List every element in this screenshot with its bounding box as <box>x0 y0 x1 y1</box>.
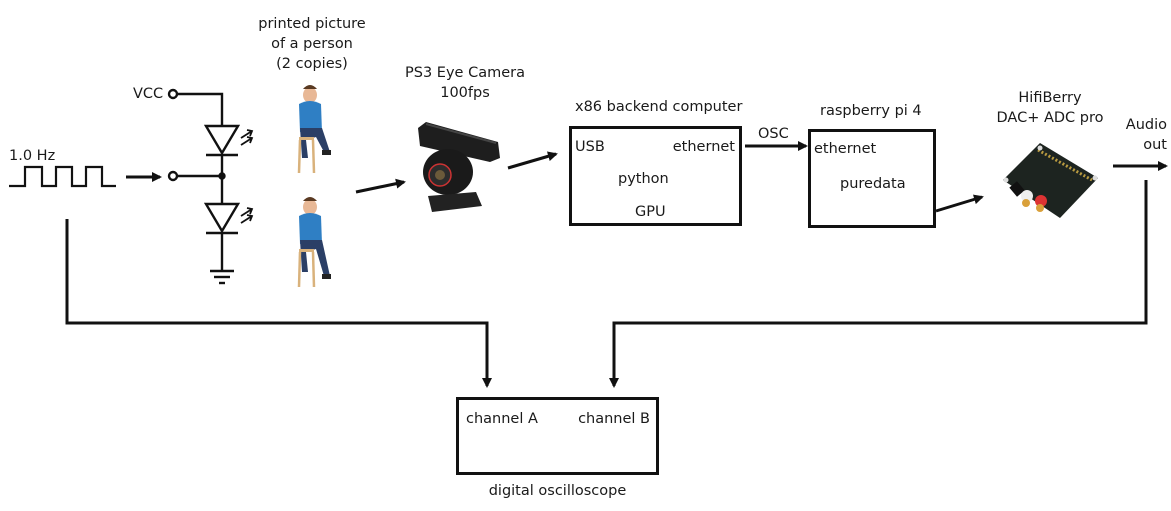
backend-software: python <box>618 171 669 187</box>
square-wave-signal <box>9 165 116 188</box>
person-label-line-3: (2 copies) <box>276 56 348 72</box>
led-bottom-icon <box>203 202 254 235</box>
osc-label: OSC <box>758 126 789 142</box>
camera-label-line-2: 100fps <box>440 85 490 101</box>
frequency-label: 1.0 Hz <box>9 148 56 164</box>
oscilloscope-title: digital oscilloscope <box>488 483 627 499</box>
ps3-eye-camera-image <box>418 122 500 212</box>
dac-label: HifiBerry DAC+ ADC pro <box>985 88 1115 128</box>
person-picture-bottom <box>297 197 331 288</box>
audio-out-label: Audio out <box>1123 115 1167 155</box>
person-label-line-1: printed picture <box>258 16 366 32</box>
dac-label-line-1: HifiBerry <box>1018 90 1082 106</box>
vcc-terminal <box>167 88 179 100</box>
wire-audio-to-channel-b <box>609 180 1148 388</box>
hifiberry-board-image <box>1003 143 1098 218</box>
arrow-raspberry-to-dac <box>935 194 984 213</box>
channel-a-label: channel A <box>466 411 538 427</box>
vcc-label: VCC <box>133 86 164 102</box>
raspberry-port-ethernet: ethernet <box>814 141 877 157</box>
led-circuit <box>167 88 254 285</box>
led-top-icon <box>203 124 254 157</box>
backend-hardware: GPU <box>635 204 666 220</box>
person-label-line-2: of a person <box>271 36 353 52</box>
person-picture-label: printed picture of a person (2 copies) <box>252 14 372 74</box>
ground-icon <box>210 269 234 285</box>
backend-port-usb: USB <box>575 139 605 155</box>
wire-signal-to-channel-a <box>65 219 492 388</box>
raspberry-title: raspberry pi 4 <box>820 103 922 119</box>
arrow-person-to-camera <box>355 178 406 194</box>
backend-title: x86 backend computer <box>575 99 743 115</box>
backend-computer-box: USB ethernet python GPU <box>569 126 742 226</box>
channel-b-label: channel B <box>578 411 650 427</box>
audio-out-line-2: out <box>1143 137 1167 153</box>
raspberry-pi-box: ethernet puredata <box>808 129 936 228</box>
backend-port-ethernet: ethernet <box>672 139 735 155</box>
camera-label: PS3 Eye Camera 100fps <box>395 63 535 103</box>
arrow-camera-to-backend <box>507 151 558 170</box>
input-terminal <box>167 170 179 182</box>
audio-out-line-1: Audio <box>1125 117 1167 133</box>
junction-dot <box>218 172 226 180</box>
camera-label-line-1: PS3 Eye Camera <box>405 65 525 81</box>
oscilloscope-box: channel A channel B <box>456 397 659 475</box>
raspberry-software: puredata <box>840 176 906 192</box>
person-picture-top <box>297 85 331 174</box>
dac-label-line-2: DAC+ ADC pro <box>996 110 1104 126</box>
